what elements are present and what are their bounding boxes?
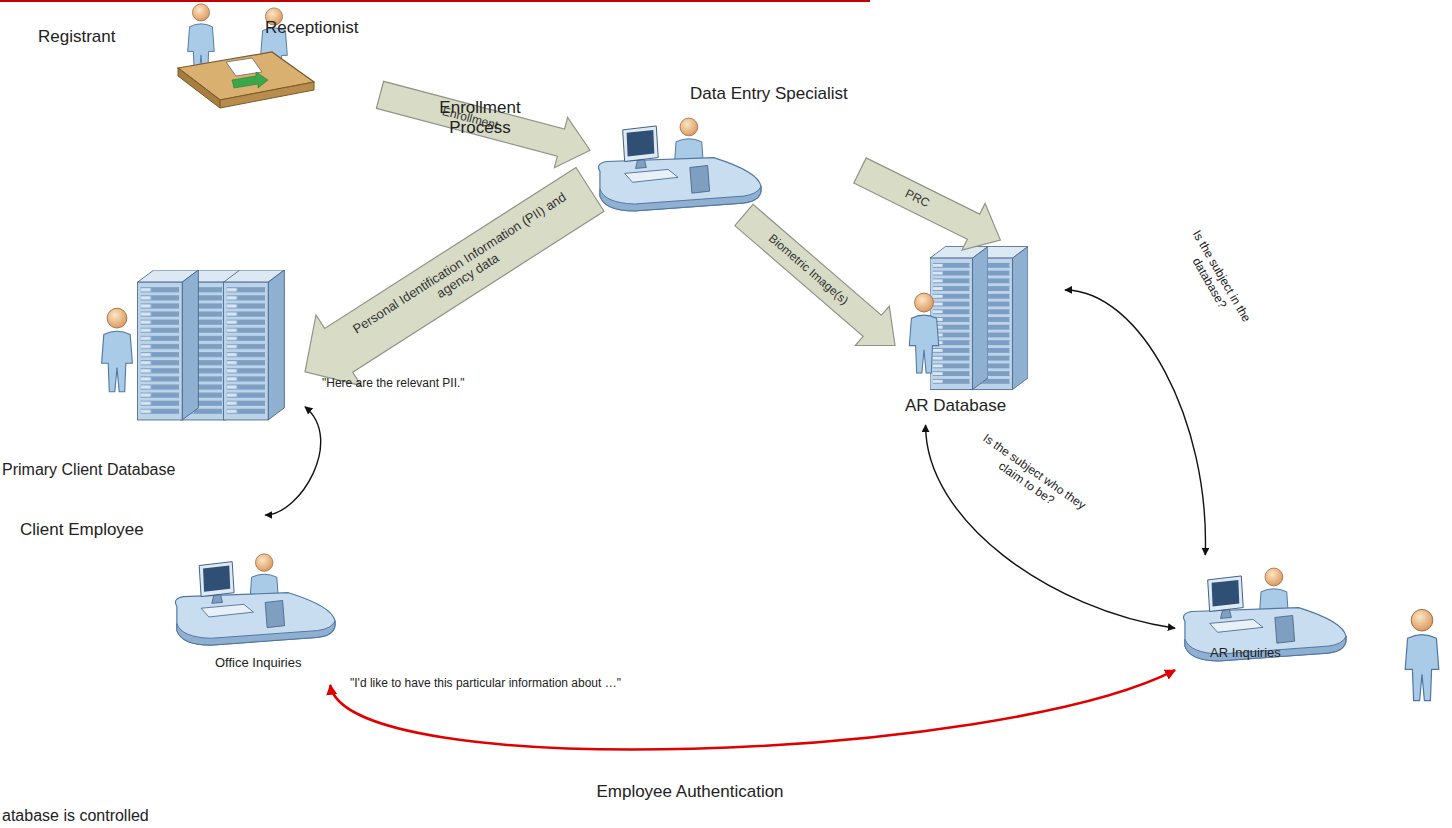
workstation [175, 554, 335, 645]
arrow-label: Personal Identification Information (PII… [337, 181, 591, 358]
query-arrow [926, 425, 1175, 628]
header-rule [0, 0, 870, 2]
node-label: Primary Client Database [2, 460, 175, 479]
ar-inquiry-station: AR Inquiries [1175, 555, 1450, 675]
node-label: AR Database [905, 396, 1006, 416]
node-sublabel: Office Inquiries [215, 655, 301, 671]
office-station: Client EmployeeOffice Inquiries [15, 515, 340, 685]
block-arrow [376, 81, 590, 167]
edge-label: Employee Authentication [570, 782, 810, 802]
speech-quote: "I'd like to have this particular inform… [350, 676, 621, 690]
workstation [598, 118, 761, 211]
edge-label: Is the subject who they claim to be? [971, 431, 1089, 525]
edge-label: Is the subject in the database? [1173, 221, 1257, 339]
arrow-label: Biometric Image(s) [745, 215, 870, 326]
query-arrow [1065, 290, 1205, 555]
server-racks [909, 247, 1028, 390]
client-database: Primary Client Database [0, 265, 305, 483]
node-label: Client Employee [20, 520, 144, 540]
node-label: AR Inquiries [1210, 645, 1281, 661]
node-label: Data Entry Specialist [690, 84, 848, 104]
reception-group: Registrant Receptionist [35, 15, 380, 110]
arrow-label: PRC [864, 168, 969, 230]
server-racks [102, 270, 285, 420]
workstation [1183, 568, 1346, 661]
block-arrow [305, 168, 604, 386]
cut-off-note: atabase is controlled [2, 806, 149, 825]
node-label: Registrant [38, 27, 115, 47]
authentication-arrow [330, 670, 1175, 749]
speech-quote: "Here are the relevant PII." [322, 376, 465, 390]
block-arrow [854, 158, 1001, 250]
query-arrow [265, 407, 320, 515]
standing-person [1405, 609, 1439, 700]
block-arrow [735, 204, 895, 345]
node-sublabel: Receptionist [265, 18, 359, 38]
process-caption: Enrollment Process [422, 98, 538, 139]
data-entry-station: Data Entry Specialist [590, 80, 860, 215]
ar-database: AR Database [895, 240, 1065, 425]
